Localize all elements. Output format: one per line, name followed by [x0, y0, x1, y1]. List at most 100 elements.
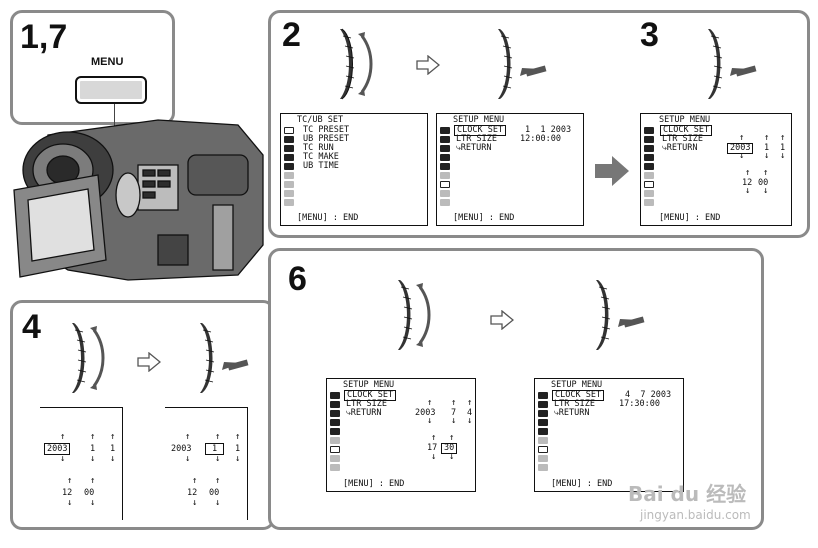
- up-arrow-icon: ↑: [764, 133, 770, 143]
- camera-set-icon: [330, 410, 340, 417]
- return-icon: [644, 199, 654, 206]
- clock-date: 4 7 2003: [625, 390, 672, 400]
- clock-minute-field[interactable]: 00: [84, 488, 95, 498]
- tape-icon: [440, 172, 450, 179]
- up-arrow-icon: ↑: [427, 398, 433, 408]
- tc-icon: [644, 127, 654, 134]
- menu-item-tc-run[interactable]: TC RUN: [303, 143, 334, 153]
- menu-button[interactable]: [75, 76, 147, 104]
- screen-footer: [MENU] : END: [453, 213, 515, 223]
- clock-time: 12:00:00: [520, 134, 561, 144]
- tc-icon: [440, 127, 450, 134]
- clock-year-field[interactable]: 2003: [727, 143, 754, 154]
- clock-day-field[interactable]: 4: [467, 408, 473, 418]
- camcorder-illustration: [13, 119, 264, 281]
- setup-menu-screen-step3: SETUP MENU CLOCK SET LTR SIZE ⤷RETURN ↑ …: [640, 113, 792, 226]
- screen-footer: [MENU] : END: [551, 479, 613, 489]
- clock-year-field[interactable]: 2003: [171, 444, 192, 454]
- tc-icon: [284, 127, 294, 134]
- screen-title: SETUP MENU: [453, 115, 505, 125]
- menu-item-return[interactable]: ⤷RETURN: [554, 408, 590, 418]
- menu-item-return[interactable]: ⤷RETURN: [346, 408, 382, 418]
- up-arrow-icon: ↑: [449, 433, 455, 443]
- menu-icon-column: [284, 127, 294, 208]
- menu-item-return[interactable]: ⤷RETURN: [456, 143, 492, 153]
- down-arrow-icon: ↓: [449, 452, 455, 462]
- etc-icon: [284, 190, 294, 197]
- vcr-icon: [284, 154, 294, 161]
- return-icon: [440, 199, 450, 206]
- clock-hour-field[interactable]: 17: [427, 443, 438, 453]
- return-icon: [330, 464, 340, 471]
- up-arrow-icon: ↑: [185, 432, 191, 442]
- clock-day-field[interactable]: 1: [235, 444, 241, 454]
- clock-day-field[interactable]: 1: [780, 143, 786, 153]
- clock-hour-field[interactable]: 12: [742, 178, 753, 188]
- down-arrow-icon: ↓: [67, 498, 73, 508]
- camera-icon: [644, 136, 654, 143]
- down-arrow-icon: ↓: [467, 416, 473, 426]
- menu-item-clock-set[interactable]: CLOCK SET: [660, 125, 713, 136]
- down-arrow-icon: ↓: [110, 454, 116, 464]
- camera-set-icon: [644, 145, 654, 152]
- hollow-arrow-icon: [490, 310, 514, 330]
- dial-press-icon-step3: [708, 29, 757, 99]
- clock-minute-field[interactable]: 30: [441, 443, 458, 454]
- menu-item-ub-time[interactable]: UB TIME: [303, 161, 339, 171]
- camera-icon: [538, 401, 548, 408]
- dial-press-icon: [200, 323, 249, 393]
- cm-icon: [284, 163, 294, 170]
- clock-minute-field[interactable]: 00: [758, 178, 769, 188]
- setup-icon: [440, 181, 450, 188]
- menu-item-tc-make[interactable]: TC MAKE: [303, 152, 339, 162]
- tc-icon: [330, 392, 340, 399]
- menu-item-ltr-size[interactable]: LTR SIZE: [554, 399, 595, 409]
- step-4-panel: [10, 300, 275, 530]
- tc-icon: [538, 392, 548, 399]
- clock-day-field[interactable]: 1: [110, 444, 116, 454]
- setup-icon: [538, 446, 548, 453]
- menu-item-clock-set[interactable]: CLOCK SET: [344, 390, 397, 401]
- menu-item-tc-preset[interactable]: TC PRESET: [303, 125, 350, 135]
- watermark-brand: Bai du 经验: [628, 482, 747, 506]
- down-arrow-icon: ↓: [235, 454, 241, 464]
- clock-minute-field[interactable]: 00: [209, 488, 220, 498]
- screen-title: TC/UB SET: [297, 115, 344, 125]
- up-arrow-icon: ↑: [451, 398, 457, 408]
- camera-icon: [284, 136, 294, 143]
- menu-item-return[interactable]: ⤷RETURN: [662, 143, 698, 153]
- clock-month-field[interactable]: 1: [764, 143, 770, 153]
- return-icon: [538, 464, 548, 471]
- menu-item-ub-preset[interactable]: UB PRESET: [303, 134, 350, 144]
- clock-month-field[interactable]: 1: [90, 444, 96, 454]
- menu-item-ltr-size[interactable]: LTR SIZE: [346, 399, 387, 409]
- tape-icon: [538, 437, 548, 444]
- menu-item-clock-set[interactable]: CLOCK SET: [552, 390, 605, 401]
- camera-set-icon: [440, 145, 450, 152]
- clock-year-field[interactable]: 2003: [415, 408, 436, 418]
- tape-icon: [284, 172, 294, 179]
- up-arrow-icon: ↑: [431, 433, 437, 443]
- camera-set-icon: [538, 410, 548, 417]
- clock-year-field[interactable]: 2003: [44, 443, 71, 455]
- up-arrow-icon: ↑: [90, 476, 96, 486]
- menu-item-ltr-size[interactable]: LTR SIZE: [662, 134, 703, 144]
- down-arrow-icon: ↓: [780, 151, 786, 161]
- menu-item-clock-set[interactable]: CLOCK SET: [454, 125, 507, 136]
- up-arrow-icon: ↑: [739, 133, 745, 143]
- step-number-4: 4: [22, 308, 41, 346]
- clock-month-field[interactable]: 7: [451, 408, 457, 418]
- cm-icon: [538, 428, 548, 435]
- clock-hour-field[interactable]: 12: [62, 488, 73, 498]
- down-arrow-icon: ↓: [745, 186, 751, 196]
- up-arrow-icon: ↑: [110, 432, 116, 442]
- clock-hour-field[interactable]: 12: [187, 488, 198, 498]
- clock-month-field[interactable]: 1: [205, 443, 225, 455]
- menu-icon-column: [644, 127, 654, 208]
- step-number-2: 2: [282, 16, 301, 54]
- solid-arrow-icon: [595, 156, 629, 186]
- screen-footer: [MENU] : END: [343, 479, 405, 489]
- dial-rotate-icon: [340, 28, 373, 100]
- menu-item-ltr-size[interactable]: LTR SIZE: [456, 134, 497, 144]
- dial-rotate-icon: [398, 280, 431, 350]
